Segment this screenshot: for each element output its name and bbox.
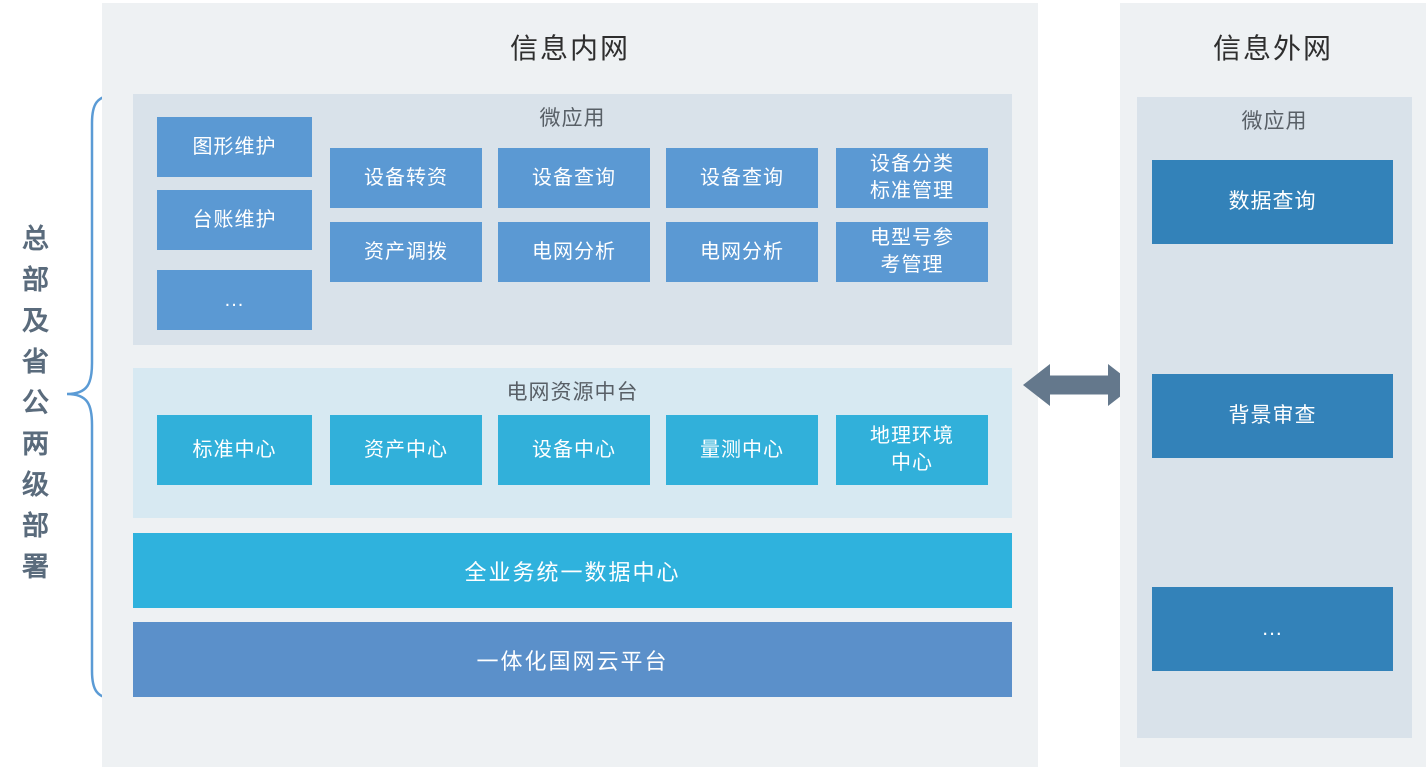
extranet-app-box: 背景审查 (1152, 374, 1393, 458)
center-box: 标准中心 (157, 415, 312, 485)
intranet-title: 信息内网 (509, 33, 630, 64)
microapp-box: 台账维护 (157, 190, 312, 250)
data-center-bar: 全业务统一数据中心 (133, 533, 1012, 608)
extranet-app-box: 数据查询 (1152, 160, 1393, 244)
microapp-box: 图形维护 (157, 117, 312, 177)
resource-platform-panel: 电网资源中台 标准中心 资产中心 设备中心 量测中心 地理环境中心 (133, 368, 1012, 518)
intranet-microapps-title: 微应用 (539, 107, 606, 130)
extranet-app-box-ellipsis: ... (1152, 587, 1393, 671)
extranet-panel: 信息外网 微应用 数据查询 背景审查 ... (1120, 3, 1426, 767)
microapp-box-ellipsis: ... (157, 270, 312, 330)
center-box: 地理环境中心 (836, 415, 988, 485)
cloud-platform-bar: 一体化国网云平台 (133, 622, 1012, 697)
curly-brace-icon (66, 93, 119, 701)
extranet-title: 信息外网 (1212, 33, 1333, 64)
deployment-scope-label: 总部及省公两级部署 (18, 224, 48, 593)
intranet-microapps-panel: 微应用 图形维护 台账维护 ... 设备转资 设备查询 设备查询 设备分类标准管… (133, 94, 1012, 345)
resource-platform-title: 电网资源中台 (506, 381, 639, 404)
microapp-box: 资产调拨 (330, 222, 482, 282)
microapp-box: 电网分析 (498, 222, 650, 282)
intranet-panel: 信息内网 微应用 图形维护 台账维护 ... 设备转资 设备查询 设备查询 设备… (102, 3, 1038, 767)
center-box: 设备中心 (498, 415, 650, 485)
microapp-box: 电型号参考管理 (836, 222, 988, 282)
microapp-box: 设备分类标准管理 (836, 148, 988, 208)
center-box: 量测中心 (666, 415, 818, 485)
microapp-box: 设备查询 (498, 148, 650, 208)
exchange-arrow-icon (1023, 364, 1135, 406)
extranet-microapps-panel: 微应用 数据查询 背景审查 ... (1137, 97, 1412, 738)
microapp-box: 电网分析 (666, 222, 818, 282)
center-box: 资产中心 (330, 415, 482, 485)
microapp-box: 设备转资 (330, 148, 482, 208)
extranet-microapps-title: 微应用 (1241, 110, 1308, 133)
microapp-box: 设备查询 (666, 148, 818, 208)
